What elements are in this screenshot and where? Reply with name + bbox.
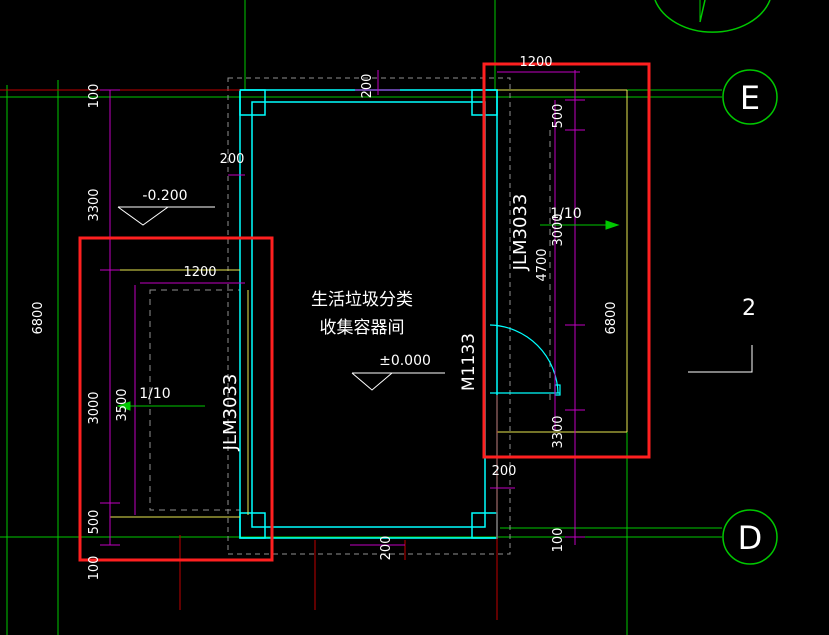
room-name-line1: 生活垃圾分类 [311, 290, 413, 310]
dim-text-left-mid2: 3500 [115, 388, 130, 421]
dim-text-left-wall: 200 [220, 152, 245, 167]
highlight-box-right [482, 62, 651, 459]
dim-text-right-low: 3300 [551, 415, 566, 448]
dim-text-right-top: 500 [551, 104, 566, 129]
axis-bubble-e: E [722, 69, 778, 125]
dimension-texts: 1200 1200 200 200 200 200 6800 6800 100 … [31, 55, 619, 580]
dim-text-left-total: 6800 [31, 301, 46, 334]
door-swing-arc [489, 324, 559, 394]
dashed-outline [227, 77, 511, 555]
dim-text-left-upper: 3300 [87, 188, 102, 221]
slope-arrow-right-head [605, 220, 620, 230]
left-drain-label: JLM3033 [220, 374, 241, 452]
wall-outer [239, 89, 498, 539]
elevation-marker-center [351, 372, 394, 391]
partial-circle-tick [699, 0, 706, 23]
left-slope-label: 1/10 [139, 386, 170, 402]
highlight-box-left [78, 236, 274, 562]
column-tl [239, 89, 266, 116]
dim-text-right-total: 6800 [604, 301, 619, 334]
room-name-line2: 收集容器间 [320, 318, 405, 338]
dim-text-top-right-width: 1200 [519, 55, 552, 70]
dim-text-left-width: 1200 [183, 265, 216, 280]
dim-text-top-wall: 200 [360, 74, 375, 99]
left-elevation: -0.200 [142, 188, 187, 204]
dim-text-right-upper: 3000 [551, 213, 566, 246]
slope-arrows [116, 220, 620, 411]
slope-arrow-left-head [116, 401, 131, 411]
axis-label-2: 2 [742, 296, 756, 321]
partial-axis-circle [654, 0, 771, 33]
right-drain-label: JLM3033 [510, 194, 531, 272]
room-walls [239, 89, 498, 539]
door-label: M1133 [459, 333, 479, 391]
room-elevation: ±0.000 [379, 353, 431, 369]
axis-label-d: D [738, 519, 763, 557]
dim-text-left-bottom: 100 [87, 556, 102, 581]
axis-label-e: E [740, 79, 760, 117]
dim-text-right-wall: 200 [492, 464, 517, 479]
yellow-lines [110, 89, 628, 518]
elevation-markers [117, 206, 445, 391]
dim-text-left-mid: 3000 [87, 391, 102, 424]
dim-text-right-mid: 4700 [535, 248, 550, 281]
axis-circle-e [722, 69, 778, 125]
dimension-lines [100, 70, 585, 546]
dim-text-left-top: 100 [87, 84, 102, 109]
right-slope-label: 1/10 [550, 206, 581, 222]
column-bl [239, 512, 266, 539]
door [489, 324, 561, 396]
dim-text-left-low: 500 [87, 510, 102, 535]
dim-text-right-bottom: 100 [551, 528, 566, 553]
elevation-marker-left [117, 206, 170, 226]
dim-text-bottom-wall: 200 [379, 536, 394, 561]
axis-2-bracket [688, 345, 753, 373]
axis-bubble-d: D [722, 509, 778, 565]
axis-circle-d [722, 509, 778, 565]
wall-inner [251, 101, 486, 528]
